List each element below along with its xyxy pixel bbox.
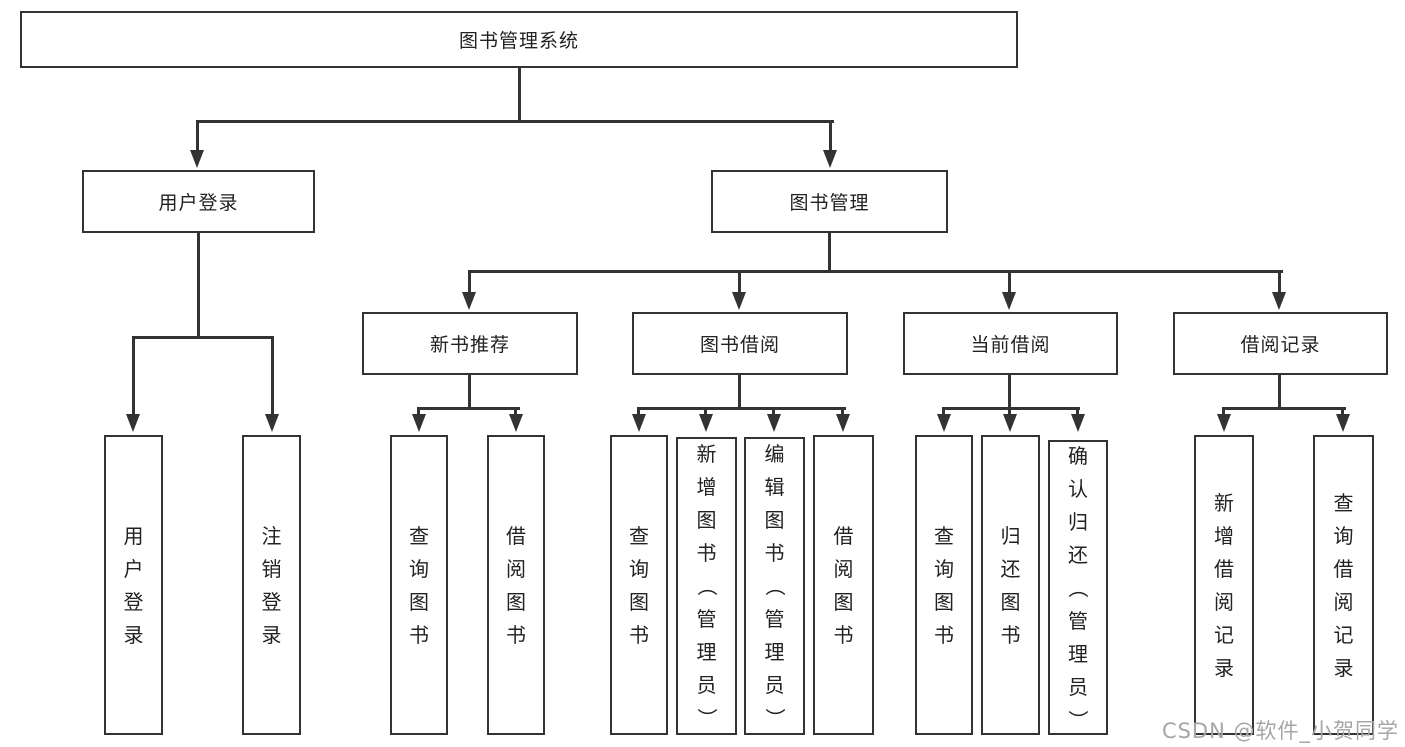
- arrowhead-leaf: [1336, 414, 1350, 432]
- leaf-label: 查询图书: [409, 523, 429, 647]
- leaf-query-books-borrowing: 查询图书: [610, 435, 668, 735]
- edge-drop: [1008, 407, 1011, 417]
- leaf-add-borrow-record: 新增借阅记录: [1194, 435, 1254, 735]
- node-book-mgmt: 图书管理: [711, 170, 948, 233]
- edge-drop: [704, 407, 707, 417]
- leaf-query-books-recommend: 查询图书: [390, 435, 448, 735]
- arrowhead-leaf-login: [126, 414, 140, 432]
- edge-drop: [637, 407, 640, 417]
- edge-current-hbar: [942, 407, 1080, 410]
- edge-root-hbar: [196, 120, 834, 123]
- edge-drop: [1076, 407, 1079, 417]
- edge-drop: [942, 407, 945, 417]
- leaf-label: 新增借阅记录: [1214, 490, 1234, 680]
- leaf-label: 借阅图书: [833, 523, 854, 647]
- node-label: 当前借阅: [970, 334, 1051, 356]
- node-user-login: 用户登录: [82, 170, 315, 233]
- edge-to-book-mgmt: [829, 120, 832, 152]
- node-label: 用户登录: [158, 192, 239, 214]
- arrowhead-user-login: [190, 150, 204, 168]
- node-label: 借阅记录: [1240, 334, 1321, 356]
- node-borrow-records: 借阅记录: [1173, 312, 1388, 375]
- arrowhead-new-books: [462, 292, 476, 310]
- node-book-borrowing: 图书借阅: [632, 312, 848, 375]
- edge-drop: [514, 407, 517, 417]
- arrowhead-leaf: [836, 414, 850, 432]
- edge-to-current: [1008, 270, 1011, 294]
- arrowhead-leaf: [632, 414, 646, 432]
- node-label: 图书管理: [789, 192, 870, 214]
- arrowhead-current: [1002, 292, 1016, 310]
- leaf-label: 新增图书（管理员）: [694, 442, 719, 728]
- edge-to-borrowing: [738, 270, 741, 294]
- node-library-system: 图书管理系统: [20, 11, 1018, 68]
- leaf-label: 归还图书: [1000, 523, 1021, 647]
- leaf-query-borrow-record: 查询借阅记录: [1313, 435, 1374, 735]
- edge-book-mgmt-hbar: [468, 270, 1283, 273]
- edge-user-login-stem: [197, 233, 200, 339]
- leaf-borrow-books-recommend: 借阅图书: [487, 435, 545, 735]
- arrowhead-leaf: [1217, 414, 1231, 432]
- leaf-confirm-return-admin: 确认归还（管理员）: [1048, 440, 1108, 735]
- edge-to-leaf-login: [132, 336, 135, 417]
- arrowhead-records: [1272, 292, 1286, 310]
- leaf-query-books-current: 查询图书: [915, 435, 973, 735]
- arrowhead-leaf-logout: [265, 414, 279, 432]
- leaf-label: 编辑图书（管理员）: [762, 442, 787, 728]
- edge-new-books-hbar: [418, 407, 520, 410]
- arrowhead-book-mgmt: [823, 150, 837, 168]
- leaf-label: 查询借阅记录: [1333, 490, 1354, 680]
- leaf-label: 注销登录: [261, 523, 282, 647]
- arrowhead-leaf: [767, 414, 781, 432]
- arrowhead-leaf: [412, 414, 426, 432]
- edge-drop: [417, 407, 420, 417]
- node-new-book-recommend: 新书推荐: [362, 312, 578, 375]
- leaf-user-login: 用户登录: [104, 435, 163, 735]
- edge-current-stem: [1008, 375, 1011, 410]
- leaf-label: 查询图书: [629, 523, 649, 647]
- edge-to-user-login: [196, 120, 199, 152]
- edge-new-books-stem: [468, 375, 471, 410]
- edge-drop: [1222, 407, 1225, 417]
- arrowhead-leaf: [699, 414, 713, 432]
- leaf-logout: 注销登录: [242, 435, 301, 735]
- edge-drop: [841, 407, 844, 417]
- edge-to-new-books: [468, 270, 471, 294]
- arrowhead-leaf: [509, 414, 523, 432]
- watermark: CSDN @软件_小贺同学: [1161, 719, 1399, 743]
- edge-drop: [772, 407, 775, 417]
- node-label: 图书管理系统: [458, 30, 579, 52]
- node-label: 新书推荐: [429, 334, 510, 356]
- leaf-label: 确认归还（管理员）: [1066, 443, 1090, 730]
- leaf-edit-book-admin: 编辑图书（管理员）: [744, 437, 805, 735]
- edge-borrowing-hbar: [638, 407, 846, 410]
- arrowhead-borrowing: [732, 292, 746, 310]
- node-current-borrowing: 当前借阅: [903, 312, 1118, 375]
- edge-records-hbar: [1222, 407, 1346, 410]
- leaf-label: 查询图书: [934, 523, 954, 647]
- edge-to-records: [1278, 270, 1281, 294]
- edge-user-login-hbar: [132, 336, 274, 339]
- leaf-add-book-admin: 新增图书（管理员）: [676, 437, 737, 735]
- edge-drop: [1341, 407, 1344, 417]
- leaf-borrow-books: 借阅图书: [813, 435, 874, 735]
- arrowhead-leaf: [1071, 414, 1085, 432]
- edge-borrowing-stem: [738, 375, 741, 410]
- leaf-label: 用户登录: [123, 523, 144, 647]
- leaf-return-books: 归还图书: [981, 435, 1040, 735]
- edge-to-leaf-logout: [271, 336, 274, 417]
- edge-records-stem: [1278, 375, 1281, 410]
- edge-book-mgmt-stem: [828, 233, 831, 272]
- arrowhead-leaf: [937, 414, 951, 432]
- node-label: 图书借阅: [699, 334, 780, 356]
- arrowhead-leaf: [1003, 414, 1017, 432]
- leaf-label: 借阅图书: [506, 523, 526, 647]
- edge-root-stem: [518, 68, 521, 122]
